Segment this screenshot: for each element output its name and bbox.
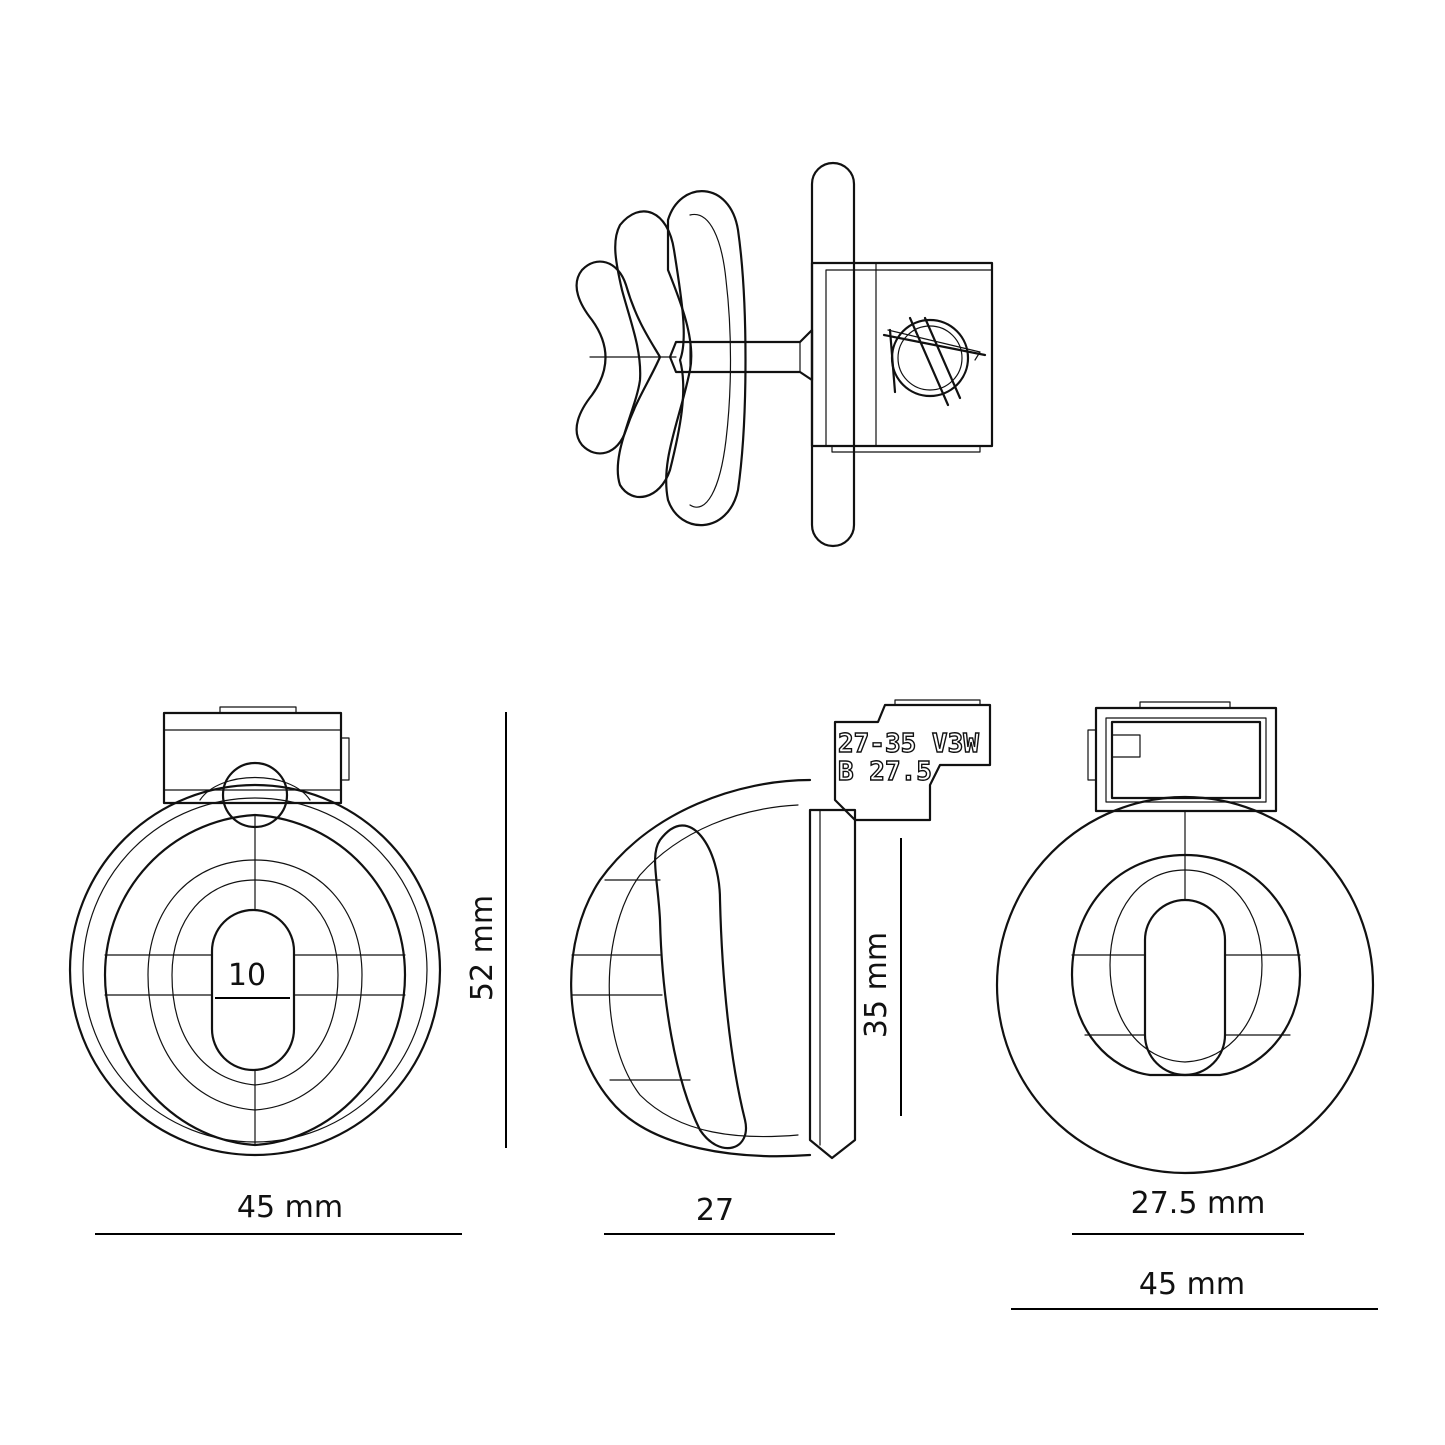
back-outer-width-label: 45 mm <box>1139 1267 1245 1302</box>
top-view-cage-ring-outer <box>665 190 747 527</box>
lock-emblem <box>882 316 987 407</box>
side-view-lock-body <box>833 703 992 822</box>
top-view-lock-block <box>810 261 994 448</box>
front-view: 10 <box>68 706 442 1157</box>
back-view-lock-block <box>1094 706 1278 813</box>
front-view-outer-ring <box>68 783 442 1157</box>
side-view-front-ring <box>654 824 748 1150</box>
side-view: 27-35 V3W B 27.5 <box>570 699 992 1160</box>
front-height-label: 52 mm <box>465 895 500 1001</box>
front-width-label: 45 mm <box>237 1190 343 1225</box>
top-view-lock-inner <box>825 269 993 447</box>
back-inner-width-label: 27.5 mm <box>1131 1186 1266 1221</box>
front-view-knob <box>221 761 289 829</box>
top-view-cage-ring-inner <box>575 260 662 455</box>
back-view <box>995 701 1375 1175</box>
back-view-opening <box>1143 898 1227 1077</box>
engraving-line1: 27-35 V3W <box>838 729 979 759</box>
front-opening-label: 10 <box>228 958 266 993</box>
top-view-shaft <box>668 328 814 382</box>
side-height-label: 35 mm <box>859 932 894 1038</box>
side-view-stem <box>808 808 857 1160</box>
front-view-lock-block <box>162 711 343 805</box>
top-view-ring-bar <box>810 161 856 548</box>
engraving-line2: B 27.5 <box>838 757 932 787</box>
side-depth-label: 27 <box>696 1193 734 1228</box>
top-view <box>575 161 994 548</box>
side-view-cage <box>570 778 812 1158</box>
back-view-cage <box>1070 853 1302 1077</box>
top-view-cage-ring-middle <box>614 210 685 499</box>
front-view-opening <box>210 908 296 1072</box>
